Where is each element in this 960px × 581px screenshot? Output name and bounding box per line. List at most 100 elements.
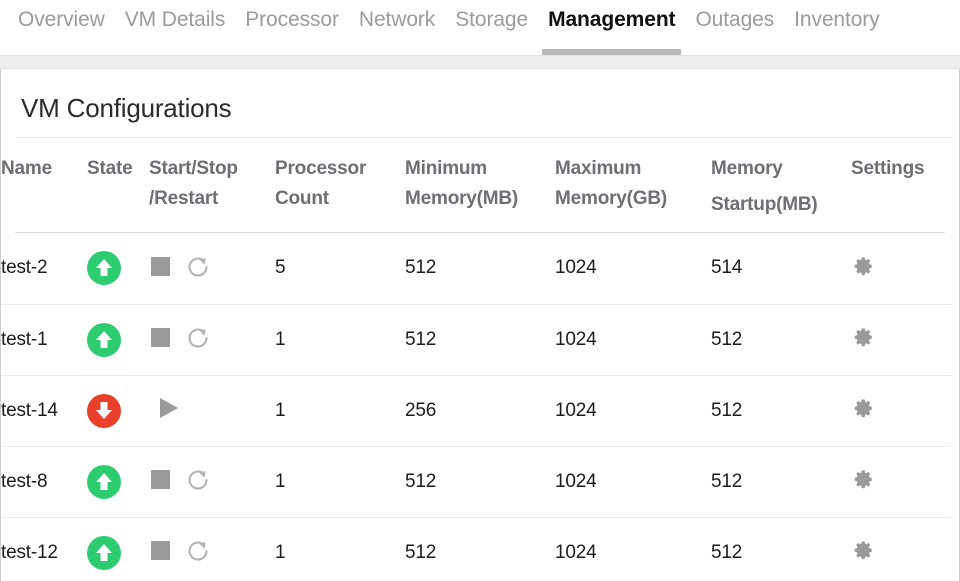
cell-memory-startup: 512 bbox=[711, 304, 851, 376]
tab-inventory[interactable]: Inventory bbox=[784, 0, 889, 55]
tab-label: Overview bbox=[18, 8, 105, 31]
stop-icon[interactable] bbox=[151, 470, 170, 490]
active-tab-indicator bbox=[542, 49, 682, 55]
cell-maximum-memory: 1024 bbox=[555, 304, 711, 376]
control-button-group bbox=[149, 468, 210, 492]
column-header-maximum-line2: Memory(GB) bbox=[555, 188, 668, 209]
tab-label: VM Details bbox=[124, 8, 226, 31]
tab-processor[interactable]: Processor bbox=[235, 0, 349, 55]
cell-controls bbox=[149, 517, 275, 581]
header-divider bbox=[15, 232, 945, 233]
cell-vm-name: test-8 bbox=[1, 446, 87, 518]
gear-icon[interactable] bbox=[851, 538, 874, 561]
restart-icon[interactable] bbox=[186, 326, 210, 350]
control-button-group bbox=[149, 326, 210, 350]
control-button-group bbox=[149, 395, 181, 421]
stop-icon[interactable] bbox=[151, 541, 170, 561]
tab-label: Inventory bbox=[794, 8, 880, 31]
column-header-maximum-memory: Maximum Memory(GB) bbox=[555, 138, 711, 232]
control-button-group bbox=[149, 539, 210, 563]
arrow-up-circle-green-icon[interactable] bbox=[87, 251, 121, 286]
column-header-control-line2: /Restart bbox=[149, 188, 219, 209]
cell-vm-name: test-1 bbox=[1, 304, 87, 376]
restart-icon[interactable] bbox=[186, 468, 210, 492]
cell-settings bbox=[851, 517, 951, 581]
cell-memory-startup: 514 bbox=[711, 233, 851, 305]
column-header-start-stop-restart: Start/Stop /Restart bbox=[149, 138, 275, 232]
stop-icon[interactable] bbox=[151, 328, 170, 348]
tab-label: Outages bbox=[695, 8, 775, 31]
gear-icon[interactable] bbox=[851, 254, 874, 277]
column-header-memory-startup: Memory Startup(MB) bbox=[711, 138, 851, 232]
column-header-minimum-line1: Minimum bbox=[405, 158, 487, 179]
cell-controls bbox=[149, 446, 275, 518]
control-button-group bbox=[149, 255, 210, 279]
title-divider bbox=[17, 137, 951, 138]
tab-management[interactable]: Management bbox=[538, 0, 685, 55]
cell-controls bbox=[149, 375, 275, 447]
restart-icon[interactable] bbox=[186, 539, 210, 563]
column-header-processor-line2: Count bbox=[275, 188, 329, 209]
cell-memory-startup: 512 bbox=[711, 446, 851, 518]
cell-settings bbox=[851, 375, 951, 447]
gear-icon[interactable] bbox=[851, 467, 874, 490]
cell-vm-name: test-14 bbox=[1, 375, 87, 447]
column-header-settings: Settings bbox=[851, 158, 925, 179]
cell-minimum-memory: 512 bbox=[405, 233, 555, 305]
arrow-up-circle-green-icon[interactable] bbox=[87, 535, 121, 570]
cell-settings bbox=[851, 233, 951, 305]
cell-maximum-memory: 1024 bbox=[555, 446, 711, 518]
column-header-state: State bbox=[87, 158, 133, 179]
tab-label: Processor bbox=[245, 8, 339, 31]
tab-overview[interactable]: Overview bbox=[8, 0, 115, 55]
cell-vm-name: test-2 bbox=[1, 233, 87, 305]
table-header-row: Name State Start/Stop /Restart Processor… bbox=[1, 138, 951, 232]
page-title: VM Configurations bbox=[21, 93, 232, 123]
cell-state bbox=[87, 517, 149, 581]
cell-maximum-memory: 1024 bbox=[555, 233, 711, 305]
cell-vm-name: test-12 bbox=[1, 517, 87, 581]
column-header-processor-line1: Processor bbox=[275, 158, 367, 179]
cell-memory-startup: 512 bbox=[711, 517, 851, 581]
tab-label: Network bbox=[358, 8, 436, 31]
column-header-memory-line1: Memory bbox=[711, 158, 783, 179]
tab-outages[interactable]: Outages bbox=[685, 0, 784, 55]
tab-vm-details[interactable]: VM Details bbox=[115, 0, 236, 55]
play-icon[interactable] bbox=[151, 395, 181, 421]
cell-minimum-memory: 256 bbox=[405, 375, 555, 447]
cell-settings bbox=[851, 304, 951, 376]
cell-state bbox=[87, 304, 149, 376]
section-divider bbox=[0, 55, 960, 69]
tab-label: Management bbox=[548, 8, 676, 31]
gear-icon[interactable] bbox=[851, 325, 874, 348]
arrow-up-circle-green-icon[interactable] bbox=[87, 464, 121, 499]
cell-controls bbox=[149, 304, 275, 376]
cell-minimum-memory: 512 bbox=[405, 446, 555, 518]
cell-state bbox=[87, 375, 149, 447]
gear-icon[interactable] bbox=[851, 396, 874, 419]
column-header-name: Name bbox=[1, 158, 52, 179]
cell-processor-count: 1 bbox=[275, 304, 405, 376]
arrow-down-circle-red-icon[interactable] bbox=[87, 393, 121, 428]
tab-storage[interactable]: Storage bbox=[445, 0, 538, 55]
header-divider-row bbox=[1, 232, 951, 233]
arrow-up-circle-green-icon[interactable] bbox=[87, 322, 121, 357]
vm-configurations-table: Name State Start/Stop /Restart Processor… bbox=[1, 138, 951, 581]
cell-settings bbox=[851, 446, 951, 518]
cell-minimum-memory: 512 bbox=[405, 517, 555, 581]
column-header-control-line1: Start/Stop bbox=[149, 158, 238, 179]
column-header-memory-line2: Startup(MB) bbox=[711, 194, 818, 215]
cell-processor-count: 5 bbox=[275, 233, 405, 305]
column-header-minimum-line2: Memory(MB) bbox=[405, 188, 519, 209]
cell-memory-startup: 512 bbox=[711, 375, 851, 447]
tab-network[interactable]: Network bbox=[349, 0, 445, 55]
stop-icon[interactable] bbox=[151, 257, 170, 276]
restart-icon[interactable] bbox=[186, 255, 210, 279]
tab-label: Storage bbox=[455, 8, 529, 31]
cell-maximum-memory: 1024 bbox=[555, 375, 711, 447]
cell-state bbox=[87, 233, 149, 305]
